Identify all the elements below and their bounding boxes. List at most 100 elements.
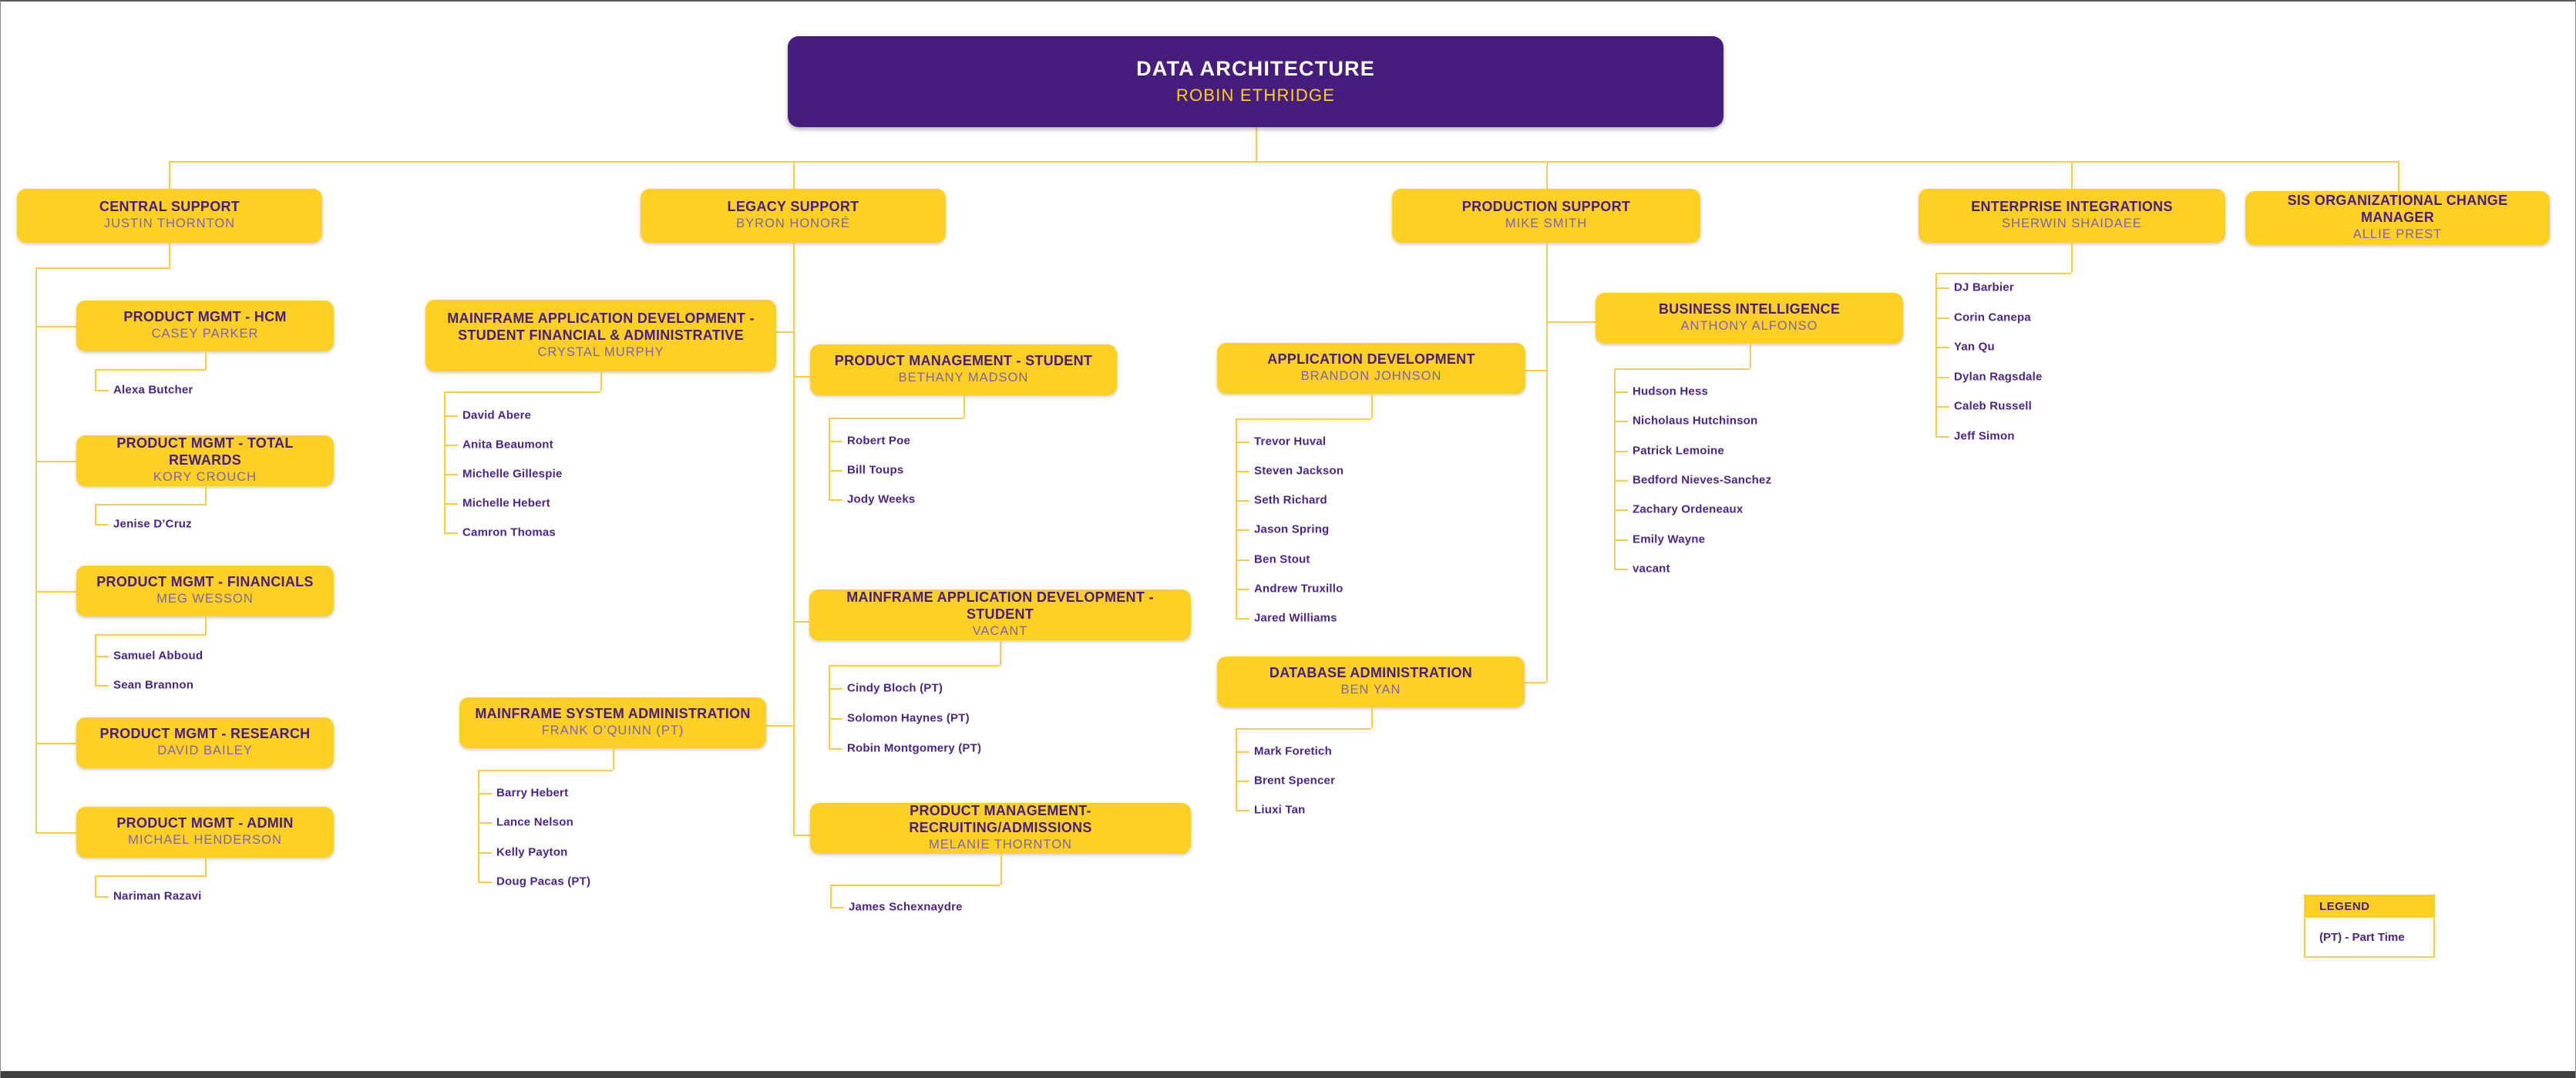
connector-line	[1236, 471, 1249, 472]
connector-line	[1935, 287, 1949, 289]
member-name: Jared Williams	[1254, 611, 1337, 625]
member-name: Andrew Truxillo	[1254, 582, 1343, 596]
org-box-mainframe-app-dev-student: MAINFRAME APPLICATION DEVELOPMENT - STUD…	[809, 589, 1191, 640]
connector-line	[1935, 317, 1949, 319]
connector-line	[95, 896, 109, 898]
connector-line	[95, 390, 109, 391]
org-box-manager: KORY CROUCH	[153, 470, 257, 485]
connector-line	[95, 524, 109, 526]
connector-line	[793, 835, 810, 836]
member-name: vacant	[1633, 562, 1670, 576]
member-name: Jeff Simon	[1954, 429, 2015, 443]
org-box-manager: ANTHONY ALFONSO	[1680, 319, 1818, 334]
member-name: Nariman Razavi	[113, 889, 202, 903]
connector-line	[1236, 418, 1371, 420]
org-box-title: BUSINESS INTELLIGENCE	[1658, 301, 1841, 317]
org-box-data-architecture: DATA ARCHITECTURE ROBIN ETHRIDGE	[788, 36, 1723, 127]
connector-line	[35, 461, 76, 462]
member-name: DJ Barbier	[1954, 280, 2014, 294]
member-name: Solomon Haynes (PT)	[847, 711, 970, 725]
member-name: Kelly Payton	[496, 845, 568, 859]
member-name: Michelle Hebert	[462, 496, 550, 510]
member-name: Nicholaus Hutchinson	[1633, 414, 1758, 428]
member-name: Hudson Hess	[1633, 385, 1709, 398]
org-box-title: PRODUCT MGMT - FINANCIALS	[96, 574, 314, 590]
org-box-manager: ROBIN ETHRIDGE	[1175, 86, 1336, 106]
connector-line	[1935, 347, 1949, 348]
connector-line	[95, 504, 207, 505]
connector-line	[1935, 273, 2071, 274]
connector-line	[2398, 161, 2399, 191]
connector-line	[829, 718, 842, 720]
connector-line	[600, 371, 602, 391]
org-box-manager: BEN YAN	[1340, 683, 1401, 697]
connector-line	[1000, 854, 1002, 885]
connector-line	[1236, 728, 1371, 730]
org-box-legacy-support: LEGACY SUPPORT BYRON HONORÉ	[641, 189, 946, 243]
org-box-title: MAINFRAME SYSTEM ADMINISTRATION	[475, 706, 751, 722]
member-name: David Abere	[462, 408, 532, 422]
connector-line	[829, 441, 842, 442]
org-box-title: PRODUCT MANAGEMENT- RECRUITING/ADMISSION…	[909, 803, 1092, 836]
connector-line	[766, 725, 793, 727]
org-box-manager: MEG WESSON	[156, 592, 254, 606]
org-box-business-intelligence: BUSINESS INTELLIGENCE ANTHONY ALFONSO	[1596, 293, 1903, 344]
org-box-database-administration: DATABASE ADMINISTRATION BEN YAN	[1217, 657, 1525, 707]
connector-line	[1000, 640, 1001, 665]
legend-body: (PT) - Part Time	[2304, 918, 2435, 958]
connector-line	[830, 885, 832, 907]
connector-line	[776, 331, 793, 333]
member-name: Emily Wayne	[1633, 532, 1706, 546]
connector-line	[444, 445, 458, 446]
connector-line	[95, 369, 96, 390]
connector-line	[169, 161, 170, 189]
member-name: Dylan Ragsdale	[1954, 370, 2043, 384]
member-name: Barry Hebert	[496, 786, 569, 800]
connector-line	[444, 474, 458, 475]
connector-line	[205, 486, 207, 504]
org-box-title: MAINFRAME APPLICATION DEVELOPMENT - STUD…	[846, 589, 1154, 623]
member-name: Caleb Russell	[1954, 399, 2032, 413]
org-box-manager: MICHAEL HENDERSON	[128, 833, 282, 848]
member-name: Patrick Lemoine	[1633, 444, 1724, 458]
connector-line	[1614, 509, 1628, 511]
connector-line	[1236, 728, 1237, 810]
member-name: Sean Brannon	[113, 678, 194, 692]
org-box-product-mgmt-research: PRODUCT MGMT - RESEARCH DAVID BAILEY	[76, 717, 334, 768]
member-name: Cindy Bloch (PT)	[847, 681, 943, 695]
connector-line	[205, 616, 207, 634]
connector-line	[1256, 127, 1257, 161]
org-box-mainframe-app-dev-student-financial-admin: MAINFRAME APPLICATION DEVELOPMENT - STUD…	[425, 300, 776, 371]
connector-line	[1614, 451, 1628, 452]
org-box-application-development: APPLICATION DEVELOPMENT BRANDON JOHNSON	[1217, 343, 1525, 394]
connector-line	[35, 267, 37, 832]
member-name: Samuel Abboud	[113, 649, 203, 663]
org-box-title: APPLICATION DEVELOPMENT	[1267, 351, 1475, 368]
connector-line	[478, 822, 492, 824]
connector-line	[35, 267, 170, 269]
connector-line	[35, 591, 76, 593]
connector-line	[2071, 243, 2073, 273]
org-box-title: PRODUCT MANAGEMENT - STUDENT	[834, 353, 1093, 369]
connector-line	[1935, 377, 1949, 378]
org-box-manager: MELANIE THORNTON	[929, 838, 1072, 852]
org-box-manager: CASEY PARKER	[151, 327, 259, 341]
connector-line	[478, 770, 613, 771]
org-box-title: CENTRAL SUPPORT	[99, 199, 240, 215]
member-name: Seth Richard	[1254, 493, 1327, 507]
connector-line	[478, 793, 492, 794]
connector-line	[829, 470, 842, 472]
member-name: Brent Spencer	[1254, 774, 1336, 788]
connector-line	[1371, 707, 1373, 728]
org-box-manager: JUSTIN THORNTON	[103, 217, 236, 231]
window-bottom-edge	[1, 1071, 2575, 1078]
connector-line	[444, 415, 458, 417]
member-name: Liuxi Tan	[1254, 803, 1306, 817]
connector-line	[1525, 370, 1546, 371]
connector-line	[830, 907, 844, 908]
connector-line	[1236, 781, 1249, 782]
legend-item: (PT) - Part Time	[2319, 930, 2405, 944]
org-box-product-mgmt-financials: PRODUCT MGMT - FINANCIALS MEG WESSON	[76, 566, 334, 616]
org-box-enterprise-integrations: ENTERPRISE INTEGRATIONS SHERWIN SHAIDAEE	[1919, 189, 2225, 243]
org-box-manager: BRANDON JOHNSON	[1300, 369, 1442, 384]
